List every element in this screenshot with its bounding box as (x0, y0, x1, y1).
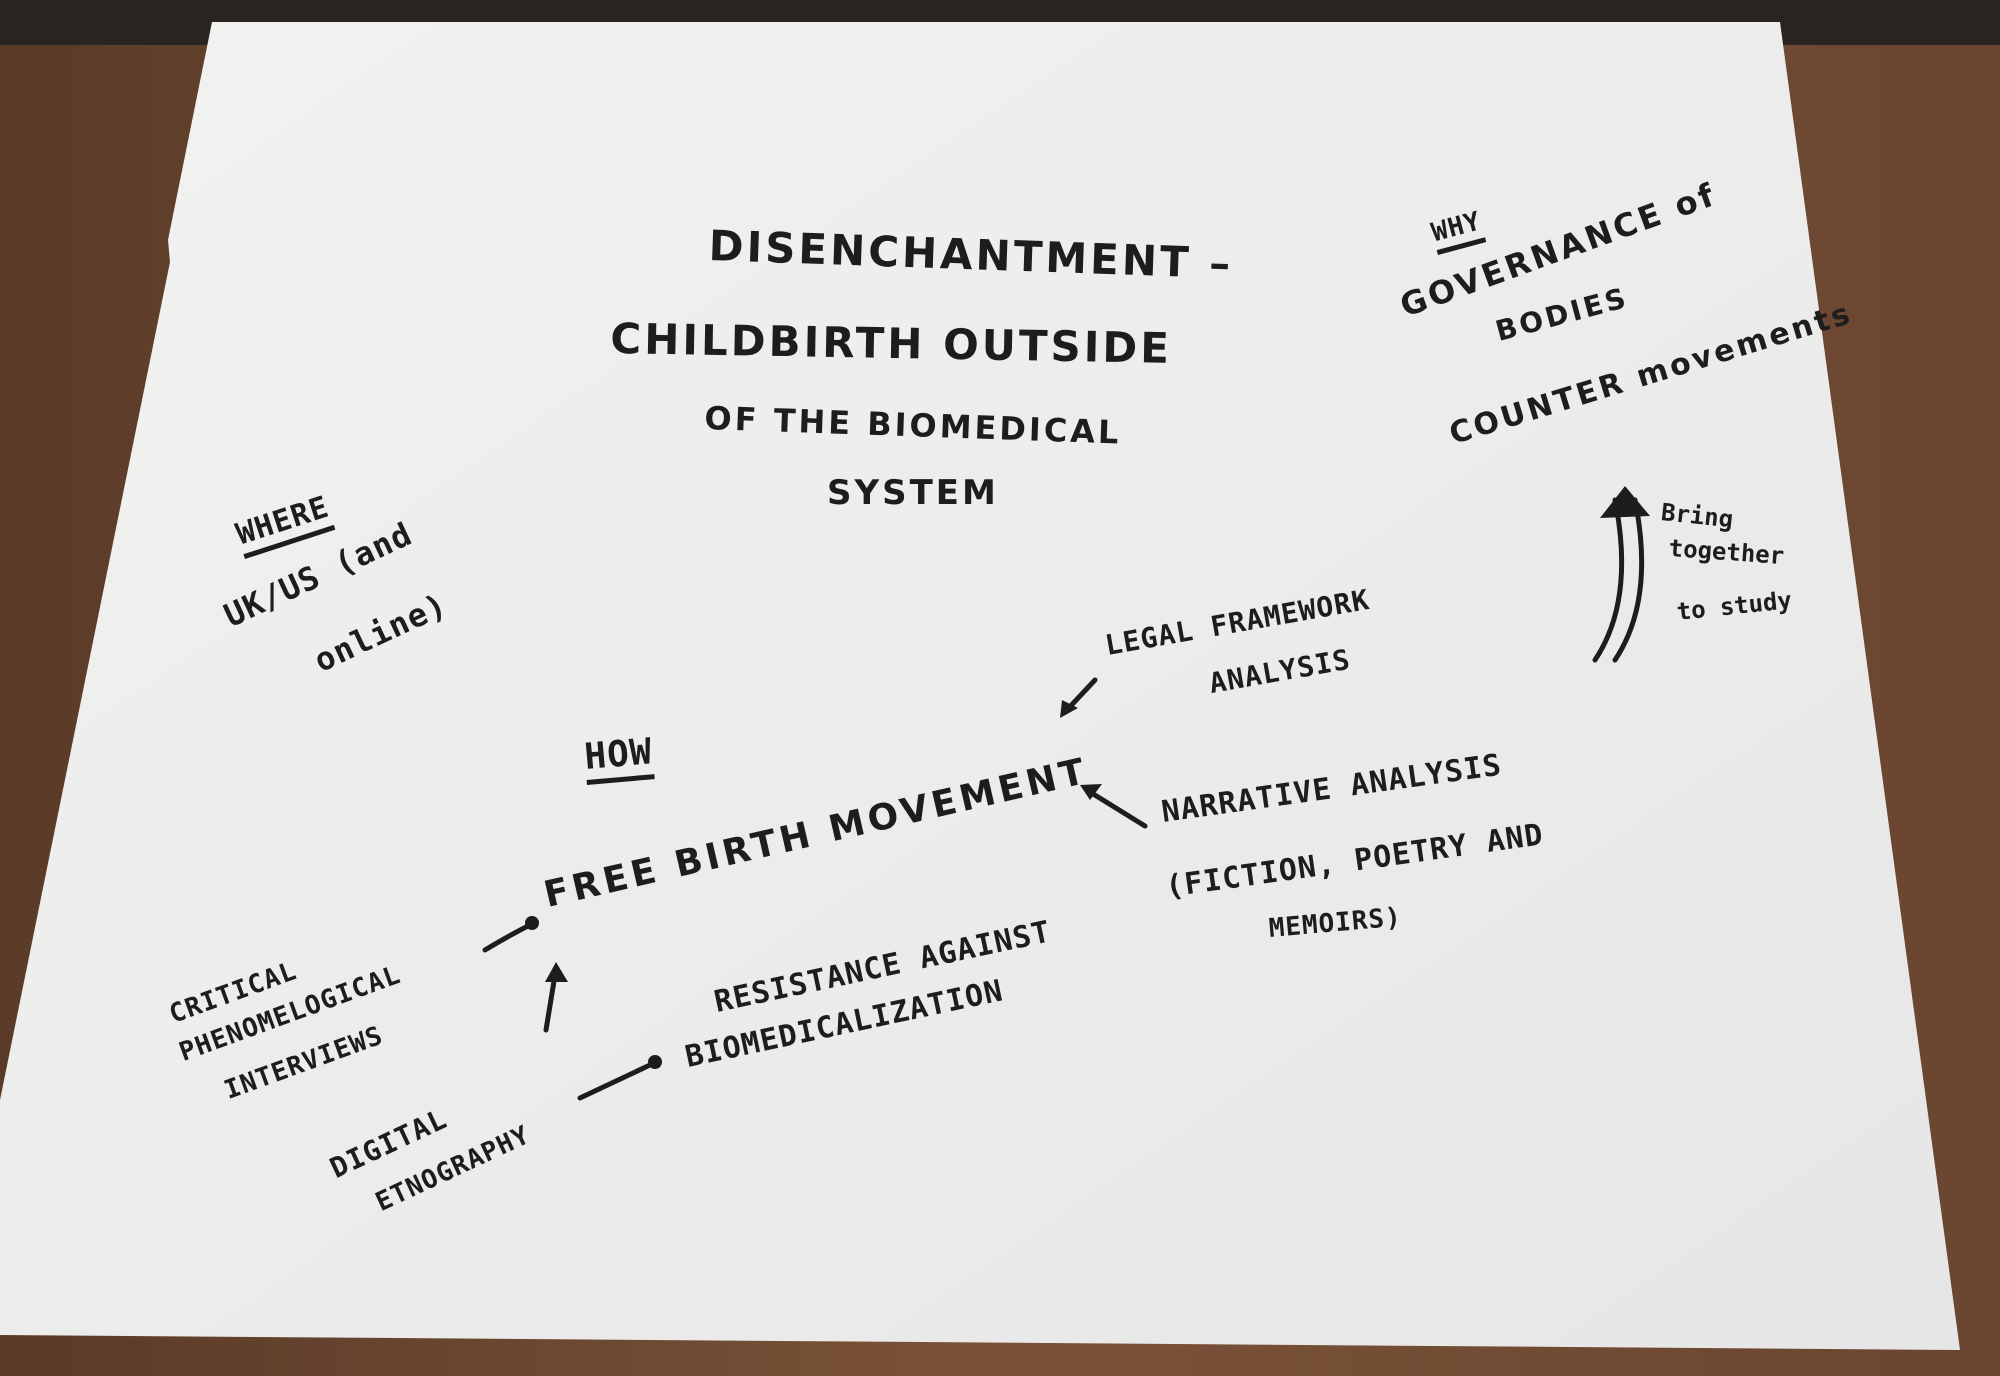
title-line-2: CHILDBIRTH OUTSIDE (609, 314, 1173, 373)
arrowhead (1600, 486, 1650, 518)
arrow-up-to-center (543, 972, 558, 1033)
arrowhead (1080, 784, 1102, 800)
arrowhead (545, 962, 568, 982)
arrowhead (525, 916, 539, 930)
arrow-narrative-to-center (1087, 789, 1148, 829)
arrowhead (1060, 700, 1078, 718)
arrow-digital-to-resistance (577, 1062, 653, 1101)
title-line-4: SYSTEM (827, 473, 999, 513)
how-heading: HOW (583, 731, 655, 785)
double-arrow-bring-together (1592, 497, 1645, 663)
arrowhead (648, 1055, 662, 1069)
paper-sheet (0, 22, 1960, 1350)
bring-line-1: Bring (1659, 498, 1735, 534)
bring-line-2: together (1667, 534, 1786, 571)
